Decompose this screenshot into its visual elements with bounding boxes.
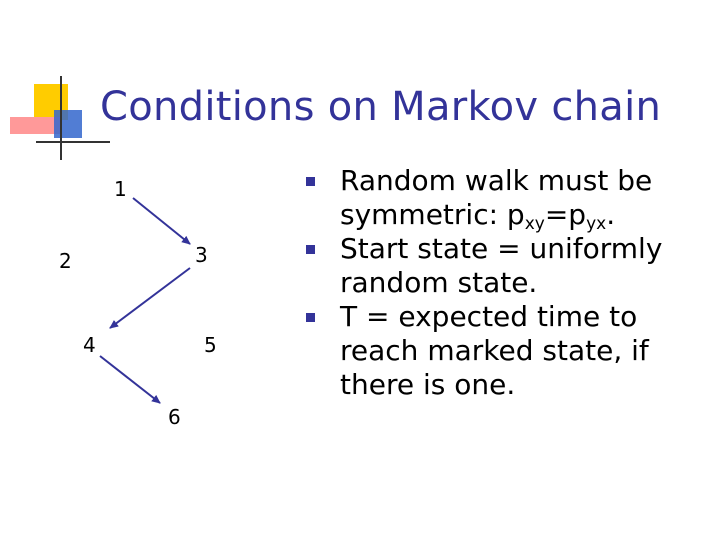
bullet-text-suffix: . xyxy=(606,198,616,231)
logo-pink-bar xyxy=(10,117,60,134)
node-4: 4 xyxy=(83,333,96,357)
slide-title: Conditions on Markov chain xyxy=(100,84,662,130)
subscript-xy: xy xyxy=(524,214,545,234)
bullet-square-icon xyxy=(306,177,315,186)
edge-3-4 xyxy=(109,267,191,329)
edge-1-3 xyxy=(132,197,191,245)
bullet-item: T = expected time to reach marked state,… xyxy=(306,300,716,402)
slide-logo xyxy=(10,76,110,160)
bullet-square-icon xyxy=(306,313,315,322)
subscript-yx: yx xyxy=(586,214,607,234)
bullet-text-mid: =p xyxy=(544,198,587,231)
edge-4-6 xyxy=(99,355,161,404)
node-5: 5 xyxy=(204,333,217,357)
bullet-list: Random walk must be symmetric: pxy=pyx. … xyxy=(306,164,716,402)
node-2: 2 xyxy=(59,249,72,273)
node-1: 1 xyxy=(114,177,127,201)
bullet-item: Random walk must be symmetric: pxy=pyx. xyxy=(306,164,716,234)
bullet-item: Start state = uniformly random state. xyxy=(306,232,716,300)
bullet-text-prefix: Random walk must be symmetric: p xyxy=(340,164,653,231)
bullet-text: Start state = uniformly random state. xyxy=(340,232,663,299)
markov-chain-graph: 1 2 3 4 5 6 xyxy=(59,177,217,429)
node-3: 3 xyxy=(195,243,208,267)
logo-blue-square xyxy=(54,110,82,138)
bullet-text: T = expected time to reach marked state,… xyxy=(340,300,649,401)
node-6: 6 xyxy=(168,405,181,429)
bullet-square-icon xyxy=(306,245,315,254)
